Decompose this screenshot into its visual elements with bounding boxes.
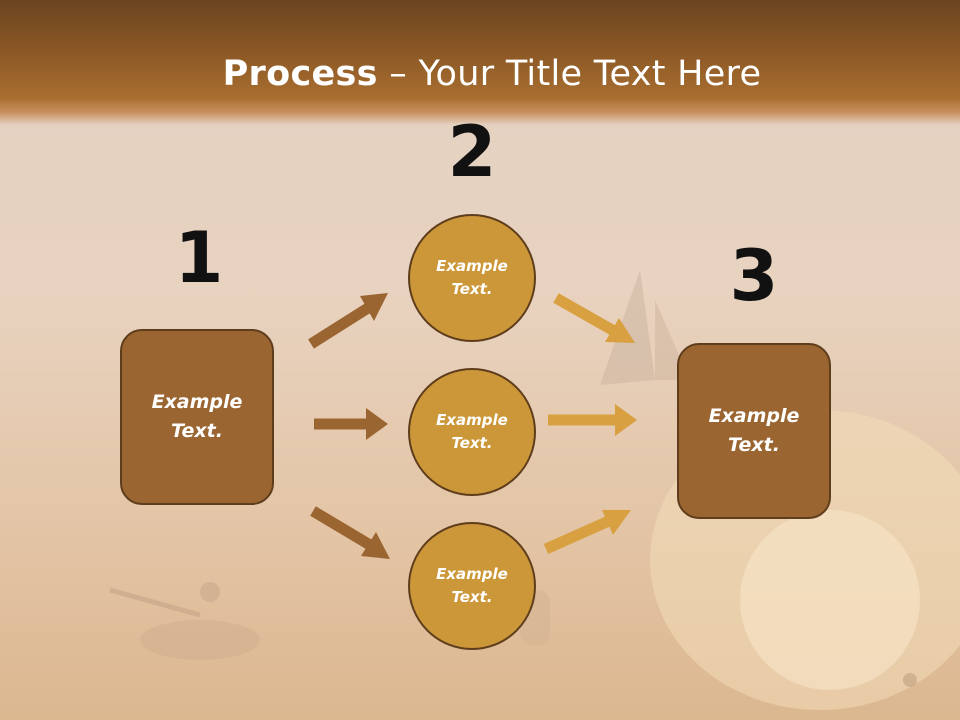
- arrow-1-to-bottom: [310, 506, 390, 559]
- title-bar: Process – Your Title Text Here: [0, 0, 960, 125]
- step-2-circle-bottom[interactable]: Example Text.: [408, 522, 536, 650]
- step-number-3: 3: [729, 235, 779, 317]
- page-title: Process – Your Title Text Here: [0, 52, 960, 96]
- step-1-box[interactable]: Example Text.: [120, 329, 274, 505]
- arrow-1-to-middle: [314, 408, 388, 440]
- arrow-bottom-to-3: [543, 510, 631, 555]
- arrow-top-to-3: [553, 293, 635, 343]
- step-1-text: Example Text.: [151, 391, 243, 442]
- title-bold: Process: [222, 54, 378, 94]
- step-2-circle-middle[interactable]: Example Text.: [408, 368, 536, 496]
- step-number-2: 2: [447, 111, 497, 193]
- step-3-text: Example Text.: [708, 405, 800, 456]
- step-2-circle-bottom-text: Example Text.: [436, 565, 508, 606]
- title-rest: – Your Title Text Here: [377, 54, 762, 94]
- step-2-circle-top-text: Example Text.: [436, 257, 508, 298]
- arrow-1-to-top: [308, 293, 388, 349]
- step-3-box[interactable]: Example Text.: [677, 343, 831, 519]
- step-number-1: 1: [174, 217, 224, 299]
- arrow-middle-to-3: [548, 404, 637, 436]
- step-2-circle-middle-text: Example Text.: [436, 411, 508, 452]
- step-2-circle-top[interactable]: Example Text.: [408, 214, 536, 342]
